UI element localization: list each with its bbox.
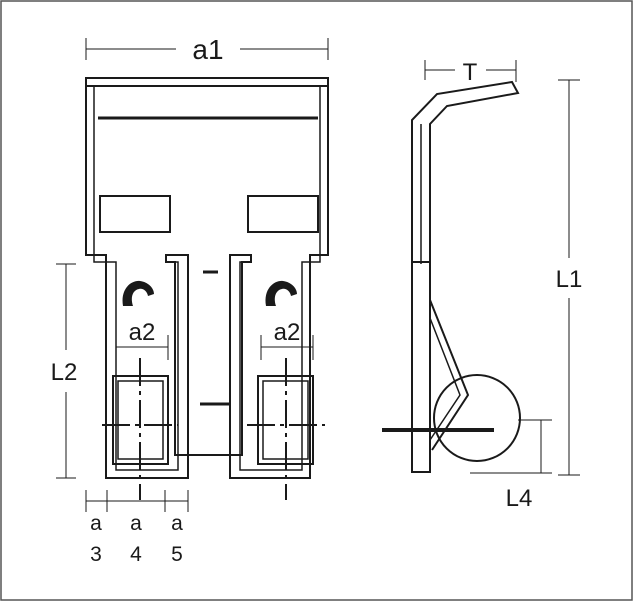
dim-L4 [470, 419, 552, 474]
spring-clamp-inner [429, 317, 461, 441]
label-a3-top: a [90, 512, 102, 535]
dim-a2-right [260, 335, 314, 360]
label-a5-bottom: 5 [171, 543, 183, 566]
label-a2-right: a2 [274, 319, 301, 346]
window-left [99, 195, 171, 233]
dim-a3-a4-a5 [85, 490, 189, 512]
lower-strip [411, 261, 431, 473]
window-right [247, 195, 319, 233]
label-a4-top: a [130, 512, 142, 535]
side-view [382, 60, 580, 476]
bent-strip-outer [411, 80, 520, 264]
label-L2: L2 [51, 359, 78, 386]
label-a4-bottom: 4 [130, 543, 142, 566]
dim-L2 [56, 263, 76, 479]
label-L1: L1 [556, 266, 583, 293]
label-a5-top: a [171, 512, 183, 535]
label-a3-bottom: 3 [90, 543, 102, 566]
horseshoe-icon-left [122, 280, 154, 306]
label-a1: a1 [192, 34, 223, 65]
dim-T [424, 60, 517, 82]
body-outline [85, 86, 329, 479]
horseshoe-icon-right [265, 280, 297, 306]
wire-circle [433, 374, 521, 462]
dim-a1 [85, 38, 329, 60]
leg-inner-outline [93, 86, 321, 471]
label-L4: L4 [506, 485, 533, 512]
label-a2-left: a2 [129, 319, 156, 346]
front-view [56, 38, 329, 512]
dim-L1 [558, 79, 580, 476]
label-T: T [463, 59, 478, 86]
dim-a2-left [115, 335, 169, 360]
top-bar [85, 77, 329, 87]
